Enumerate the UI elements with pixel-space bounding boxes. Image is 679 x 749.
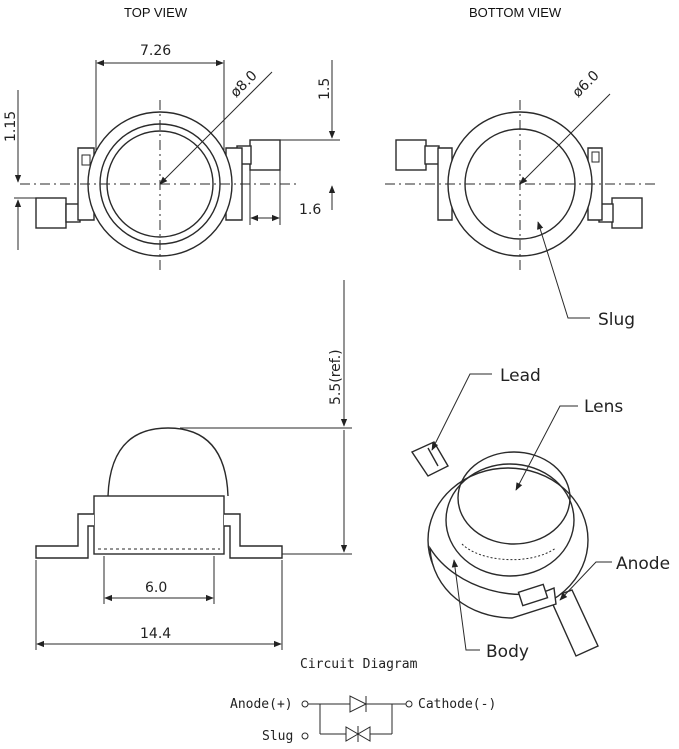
label-slug: Slug xyxy=(598,310,635,330)
cathode-terminal xyxy=(405,700,413,708)
lens-leader xyxy=(515,405,578,491)
isometric-view: Lead Lens Anode Body xyxy=(410,366,670,662)
bottom-view-title: BOTTOM VIEW xyxy=(469,5,562,20)
top-right-lead xyxy=(249,139,281,171)
label-anode: Anode xyxy=(616,554,670,574)
iso-lens-dome xyxy=(457,451,571,545)
side-left-lead xyxy=(35,513,94,559)
dim-6-0: 6.0 xyxy=(145,580,167,596)
iso-anode-tab xyxy=(549,589,599,657)
body-leader xyxy=(451,559,480,651)
iso-ring-hatch xyxy=(461,543,557,561)
slug-terminal xyxy=(301,732,309,740)
iso-lead-detail xyxy=(427,447,439,467)
side-view: 5.5(ref.) 6.0 14.4 xyxy=(35,280,352,650)
dim-d6: ø6.0 xyxy=(570,68,603,101)
bottom-right-lead xyxy=(611,197,643,229)
bottom-left-lead-neck xyxy=(424,145,440,165)
bottom-view: BOTTOM VIEW ø6.0 Slug xyxy=(385,5,655,330)
side-body xyxy=(93,495,225,555)
bottom-left-lead xyxy=(395,139,427,171)
led-diode-symbol xyxy=(349,695,368,713)
dim-5-5-ref: 5.5(ref.) xyxy=(328,349,344,405)
zener-left xyxy=(345,726,359,742)
dim-1-5: 1.5 xyxy=(317,78,333,100)
anode-leader xyxy=(559,561,612,601)
iso-lens-ring xyxy=(445,463,575,577)
label-lens: Lens xyxy=(584,397,623,417)
top-view-title: TOP VIEW xyxy=(124,5,188,20)
side-dome xyxy=(107,427,229,497)
dim-14-4: 14.4 xyxy=(140,626,171,642)
label-body: Body xyxy=(486,642,529,662)
circuit-title: Circuit Diagram xyxy=(300,657,418,672)
top-view: TOP VIEW 7.26 ø8.0 1.5 1.6 xyxy=(3,5,340,270)
leader-d8 xyxy=(159,71,273,185)
anode-terminal xyxy=(301,700,309,708)
dim-7-26: 7.26 xyxy=(140,43,171,59)
dim-1-6: 1.6 xyxy=(299,202,321,218)
top-left-notch xyxy=(81,154,91,166)
dim-d8: ø8.0 xyxy=(228,68,261,101)
slug-leader xyxy=(537,221,590,319)
circuit-cathode-label: Cathode(-) xyxy=(418,697,496,712)
leader-d6 xyxy=(519,93,611,185)
circuit-diagram: Circuit Diagram Anode(+) Cathode(-) Slug xyxy=(230,657,496,744)
dim-1-15: 1.15 xyxy=(3,111,19,142)
side-right-lead xyxy=(224,513,283,559)
zener-right xyxy=(357,726,371,742)
iso-lead xyxy=(410,441,449,477)
lead-leader xyxy=(431,373,492,451)
label-lead: Lead xyxy=(500,366,541,386)
top-left-lead xyxy=(35,197,67,229)
circuit-anode-label: Anode(+) xyxy=(230,697,293,712)
iso-marking xyxy=(517,583,549,607)
bottom-right-notch xyxy=(591,151,600,163)
circuit-slug-label: Slug xyxy=(262,729,293,744)
